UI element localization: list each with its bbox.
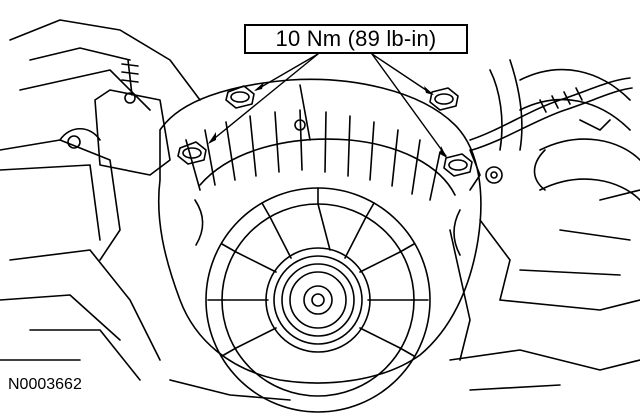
bracket <box>59 59 171 176</box>
bolt <box>429 87 459 111</box>
torque-label: 10 Nm (89 lb-in) <box>275 26 437 51</box>
hose <box>489 59 640 201</box>
figure-code: N0003662 <box>8 376 82 393</box>
leader-lines <box>209 53 447 157</box>
bolt <box>177 141 207 165</box>
wiring-harness <box>469 77 633 191</box>
bolt <box>225 85 255 109</box>
engine-bay-background <box>0 19 640 401</box>
pulley <box>265 247 371 353</box>
bolt <box>443 153 473 177</box>
torque-callout: 10 Nm (89 lb-in) <box>244 24 468 54</box>
alternator <box>157 78 482 413</box>
arrowheads <box>208 82 447 158</box>
